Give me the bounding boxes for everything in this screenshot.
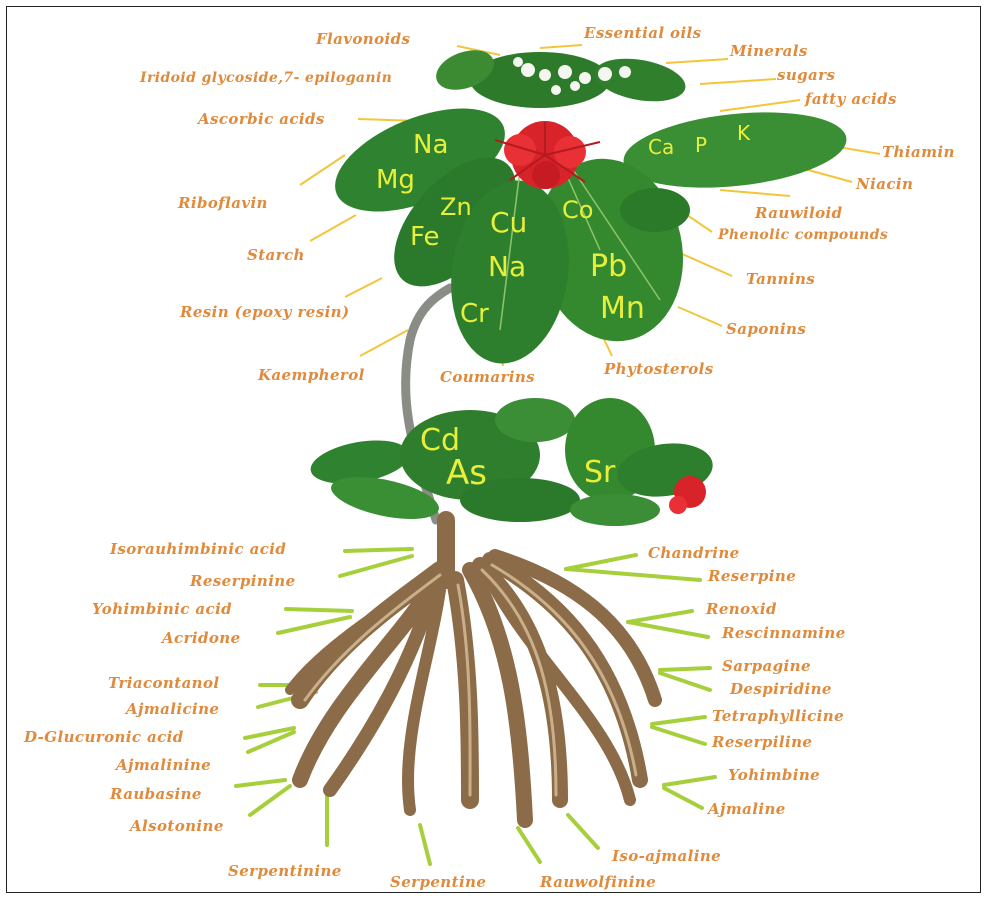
label-rescinnamine: Rescinnamine	[722, 624, 846, 642]
label-reserpine: Reserpine	[708, 567, 796, 585]
element-symbol: Zn	[440, 193, 472, 221]
label-iridoid-glycoside: Iridoid glycoside,7- epiloganin	[140, 70, 392, 86]
label-serpentine: Serpentine	[390, 873, 486, 891]
element-symbol: Na	[413, 130, 448, 160]
label-chandrine: Chandrine	[648, 544, 740, 562]
element-symbol: P	[695, 133, 707, 157]
label-triacontanol: Triacontanol	[108, 674, 220, 692]
element-symbol: Na	[488, 250, 526, 283]
label-tetraphyllicine: Tetraphyllicine	[712, 707, 844, 725]
element-symbol: Mn	[600, 291, 645, 326]
label-phenolic-compounds: Phenolic compounds	[718, 227, 888, 243]
label-niacin: Niacin	[856, 175, 913, 193]
label-yohimbine: Yohimbine	[728, 766, 820, 784]
element-symbol: Ca	[648, 135, 674, 159]
label-acridone: Acridone	[162, 629, 241, 647]
element-symbol: Sr	[584, 455, 616, 490]
label-kaempherol: Kaempherol	[258, 366, 365, 384]
label-reserpiline: Reserpiline	[712, 733, 812, 751]
label-raubasine: Raubasine	[110, 785, 202, 803]
label-rauwiloid: Rauwiloid	[755, 204, 843, 222]
label-minerals: Minerals	[730, 42, 808, 60]
label-ajmalicine: Ajmalicine	[126, 700, 219, 718]
label-saponins: Saponins	[726, 320, 806, 338]
label-phytosterols: Phytosterols	[604, 360, 714, 378]
element-symbol: K	[737, 121, 751, 145]
label-starch: Starch	[247, 246, 305, 264]
label-resin: Resin (epoxy resin)	[180, 303, 350, 321]
label-ajmaline: Ajmaline	[708, 800, 786, 818]
label-d-glucuronic-acid: D-Glucuronic acid	[24, 728, 184, 746]
middle-leaves	[307, 398, 716, 527]
label-reserpinine: Reserpinine	[190, 572, 296, 590]
element-symbol: Co	[562, 196, 593, 224]
label-flavonoids: Flavonoids	[316, 30, 410, 48]
label-ajmalinine: Ajmalinine	[116, 756, 211, 774]
label-serpentinine: Serpentinine	[228, 862, 342, 880]
label-alsotonine: Alsotonine	[130, 817, 224, 835]
label-fatty-acids: fatty acids	[805, 90, 897, 108]
element-symbol: Fe	[410, 222, 440, 252]
label-riboflavin: Riboflavin	[178, 194, 268, 212]
label-coumarins: Coumarins	[440, 368, 535, 386]
label-isorauhimbinic-acid: Isorauhimbinic acid	[110, 540, 286, 558]
label-iso-ajmaline: Iso-ajmaline	[612, 847, 721, 865]
element-symbol: Mg	[376, 165, 415, 195]
label-sugars: sugars	[777, 66, 835, 84]
element-symbol: Pb	[590, 249, 627, 284]
label-renoxid: Renoxid	[706, 600, 777, 618]
label-essential-oils: Essential oils	[584, 24, 702, 42]
label-tannins: Tannins	[746, 270, 815, 288]
label-ascorbic-acids: Ascorbic acids	[198, 110, 325, 128]
label-yohimbinic-acid: Yohimbinic acid	[92, 600, 232, 618]
label-rauwolfinine: Rauwolfinine	[540, 873, 656, 891]
label-sarpagine: Sarpagine	[722, 657, 811, 675]
label-thiamin: Thiamin	[882, 143, 955, 161]
element-symbol: As	[446, 453, 487, 493]
element-symbol: Cu	[490, 206, 527, 239]
label-despiridine: Despiridine	[730, 680, 832, 698]
element-symbol: Cr	[460, 299, 489, 329]
